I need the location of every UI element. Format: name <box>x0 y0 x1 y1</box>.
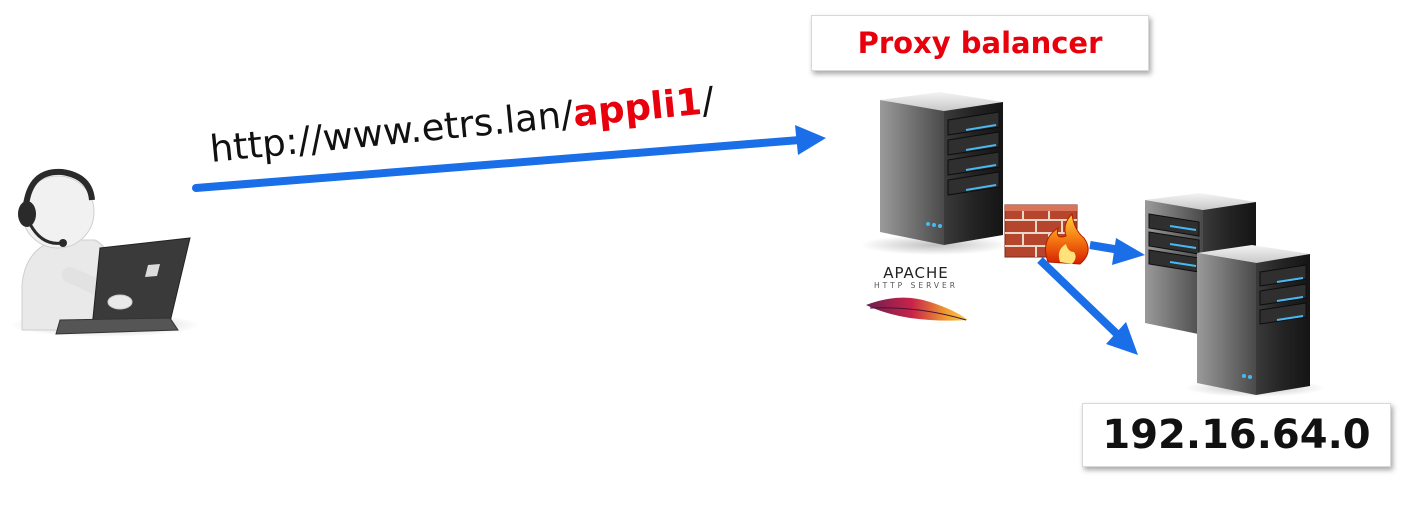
server-icon <box>860 92 1010 255</box>
user-laptop-icon <box>10 168 200 337</box>
backend-arrow-upper <box>1089 238 1145 265</box>
apache-subtitle: HTTP SERVER <box>874 281 958 290</box>
proxy-balancer-label: Proxy balancer <box>811 15 1149 71</box>
apache-name: APACHE <box>883 264 949 282</box>
apache-logo: APACHE HTTP SERVER <box>864 266 968 290</box>
subnet-text: 192.16.64.0 <box>1102 412 1371 458</box>
request-arrow <box>192 125 826 192</box>
backend-arrow-lower <box>1037 257 1138 355</box>
proxy-balancer-text: Proxy balancer <box>857 26 1103 60</box>
subnet-label: 192.16.64.0 <box>1082 403 1391 467</box>
firewall-icon <box>1004 204 1089 265</box>
apache-feather-icon <box>866 297 968 321</box>
server-icon <box>1185 245 1325 397</box>
